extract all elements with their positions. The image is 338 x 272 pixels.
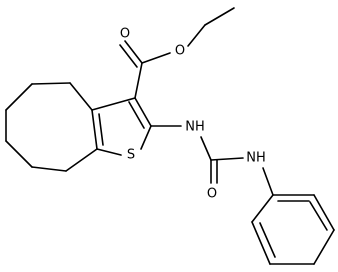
bond-c-o-double-1 [124, 40, 143, 64]
bond-ethyl-ch3 [204, 7, 235, 26]
bond-ph-inner-1 [259, 222, 276, 258]
atom-labels: O O S NH O NH [120, 27, 266, 202]
bond-urea-c-nh [210, 157, 244, 161]
bonds [5, 7, 335, 265]
bond-ring7-e [5, 140, 33, 168]
atom-nh-thiophene-amide: NH [185, 120, 205, 135]
bond-c7a-c3a-double-2 [98, 113, 104, 146]
bond-c3-c2-double-1 [134, 97, 152, 127]
bond-ring7-c [5, 83, 33, 111]
bond-ph-4 [313, 229, 335, 265]
bond-c7a-c3a-double-1 [91, 109, 98, 150]
bond-ring7-b [31, 82, 71, 85]
bond-nh-urea-c [200, 136, 212, 161]
atom-o-urea: O [207, 187, 217, 202]
bond-nh-phenyl [262, 167, 274, 196]
atom-o-ester: O [175, 44, 185, 59]
bond-ph-1 [251, 194, 274, 223]
bond-ph-5 [313, 194, 335, 231]
bond-carbonyl-ring [134, 62, 143, 99]
bond-ring7-a [69, 82, 93, 111]
bond-c-o-double-2 [119, 44, 138, 68]
bond-o-carbonyl-c [141, 52, 171, 64]
bond-ph-inner-2 [309, 201, 328, 231]
bond-c2-s [140, 125, 152, 150]
bond-ph-2 [251, 221, 271, 265]
bond-ethyl-ch2-o [187, 24, 206, 47]
bond-c3a-c3 [91, 97, 136, 111]
atom-s-thiophene: S [127, 148, 135, 163]
bond-c3-c2-double-2 [128, 101, 145, 129]
bond-s-c7a [96, 148, 122, 156]
bond-ring7-g [65, 148, 98, 172]
bond-ring7-f [31, 166, 67, 172]
atom-nh-phenyl-amide: NH [246, 151, 266, 166]
atom-o-carbonyl: O [120, 27, 130, 42]
